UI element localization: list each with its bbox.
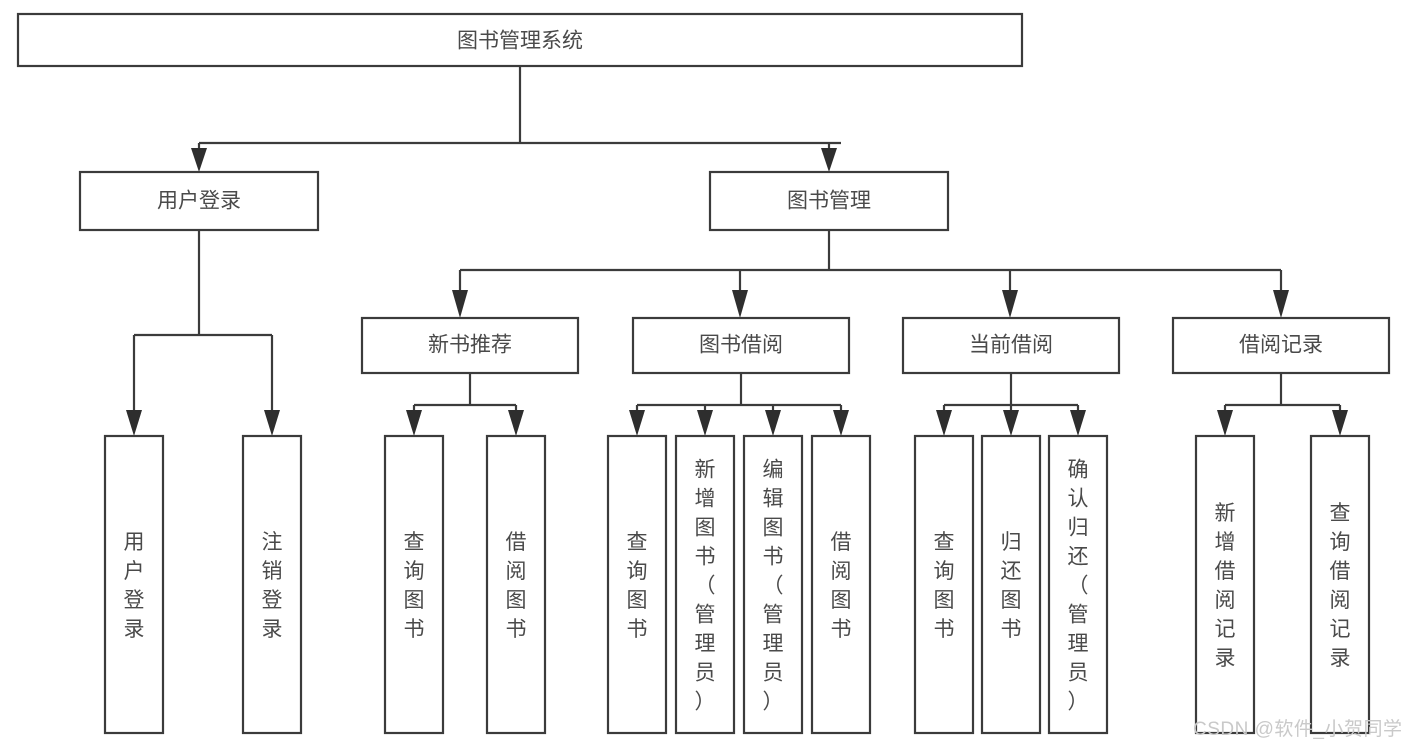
node-leaf-borrow-book-1[interactable]: 借阅图书 [485,434,547,735]
arrowhead-leaf-add-book [697,410,713,436]
node-leaf-query-book-3-box[interactable] [913,434,975,735]
csdn-watermark: CSDN @软件_小贺同学 [1193,719,1403,740]
node-user-login[interactable]: 用户登录 [78,170,320,232]
node-leaf-query-book-1-label: 查询图书 [404,531,425,641]
node-new-book-recommend[interactable]: 新书推荐 [360,316,580,375]
node-leaf-borrow-book-1-label: 借阅图书 [506,531,527,641]
node-leaf-return-book[interactable]: 归还图书 [980,434,1042,735]
node-new-book-recommend-label: 新书推荐 [428,334,512,357]
node-leaf-edit-book[interactable]: 编辑图书（管理员） [742,434,804,735]
arrowhead-leaf-query-book-1 [406,410,422,436]
node-leaf-confirm-return-label: 确认归还（管理员） [1068,459,1089,714]
node-leaf-borrow-book-2-box[interactable] [810,434,872,735]
node-book-manage-box[interactable] [708,170,950,232]
arrowhead-leaf-add-record [1217,410,1233,436]
arrowhead-leaf-borrow-book-2 [833,410,849,436]
arrowhead-leaf-query-book-3 [936,410,952,436]
node-leaf-query-book-2[interactable]: 查询图书 [606,434,668,735]
node-leaf-edit-book-label: 编辑图书（管理员） [763,459,784,714]
arrowhead-current-borrow [1002,290,1018,318]
node-leaf-add-book-box[interactable] [674,434,736,735]
node-leaf-return-book-label: 归还图书 [1001,531,1022,641]
node-book-borrow[interactable]: 图书借阅 [631,316,851,375]
node-root-box[interactable] [16,12,1024,68]
node-leaf-logout-label: 注销登录 [262,531,283,641]
node-leaf-borrow-book-2[interactable]: 借阅图书 [810,434,872,735]
node-leaf-confirm-return[interactable]: 确认归还（管理员） [1047,434,1109,735]
arrowhead-leaf-query-record [1332,410,1348,436]
node-leaf-query-record-label: 查询借阅记录 [1330,502,1351,670]
arrowhead-book-manage [821,148,837,172]
node-leaf-user-login-label: 用户登录 [124,531,145,641]
arrowhead-borrow-record [1273,290,1289,318]
node-leaf-user-login[interactable]: 用户登录 [103,434,165,735]
node-current-borrow[interactable]: 当前借阅 [901,316,1121,375]
node-leaf-query-book-1-box[interactable] [383,434,445,735]
arrowhead-new-book-recommend [452,290,468,318]
node-leaf-query-book-3-label: 查询图书 [934,531,955,641]
node-leaf-logout-box[interactable] [241,434,303,735]
node-leaf-user-login-box[interactable] [103,434,165,735]
node-user-login-box[interactable] [78,170,320,232]
node-leaf-edit-book-box[interactable] [742,434,804,735]
node-user-login-label: 用户登录 [157,190,241,213]
node-borrow-record-label: 借阅记录 [1239,334,1323,357]
arrowhead-leaf-logout [264,410,280,436]
arrowhead-user-login [191,148,207,172]
node-root[interactable]: 图书管理系统 [16,12,1024,68]
node-leaf-add-book[interactable]: 新增图书（管理员） [674,434,736,735]
node-leaf-query-book-2-label: 查询图书 [627,531,648,641]
node-leaf-borrow-book-2-label: 借阅图书 [831,531,852,641]
node-leaf-borrow-book-1-box[interactable] [485,434,547,735]
connector-layer [126,66,1348,436]
node-leaf-query-record[interactable]: 查询借阅记录 [1309,434,1371,735]
node-book-manage-label: 图书管理 [787,190,871,213]
node-leaf-return-book-box[interactable] [980,434,1042,735]
node-leaf-query-record-box[interactable] [1309,434,1371,735]
node-leaf-logout[interactable]: 注销登录 [241,434,303,735]
node-leaf-confirm-return-box[interactable] [1047,434,1109,735]
node-leaf-add-record-label: 新增借阅记录 [1215,502,1236,670]
node-borrow-record[interactable]: 借阅记录 [1171,316,1391,375]
node-leaf-query-book-3[interactable]: 查询图书 [913,434,975,735]
node-leaf-add-record-box[interactable] [1194,434,1256,735]
node-leaf-query-book-1[interactable]: 查询图书 [383,434,445,735]
node-current-borrow-box[interactable] [901,316,1121,375]
node-new-book-recommend-box[interactable] [360,316,580,375]
arrowhead-leaf-return-book [1003,410,1019,436]
arrowhead-leaf-edit-book [765,410,781,436]
node-borrow-record-box[interactable] [1171,316,1391,375]
arrowhead-leaf-borrow-book-1 [508,410,524,436]
node-leaf-query-book-2-box[interactable] [606,434,668,735]
node-book-manage[interactable]: 图书管理 [708,170,950,232]
node-book-borrow-label: 图书借阅 [699,334,783,357]
leaf-layer: 用户登录 注销登录 查询图书 借阅图书 查询图书 新增图书（管理员） [103,434,1371,735]
arrowhead-leaf-user-login [126,410,142,436]
arrowhead-leaf-confirm-return [1070,410,1086,436]
node-leaf-add-record[interactable]: 新增借阅记录 [1194,434,1256,735]
node-book-borrow-box[interactable] [631,316,851,375]
node-leaf-add-book-label: 新增图书（管理员） [695,459,716,714]
node-current-borrow-label: 当前借阅 [969,334,1053,357]
arrowhead-book-borrow [732,290,748,318]
node-root-label: 图书管理系统 [457,30,583,53]
arrowhead-leaf-query-book-2 [629,410,645,436]
